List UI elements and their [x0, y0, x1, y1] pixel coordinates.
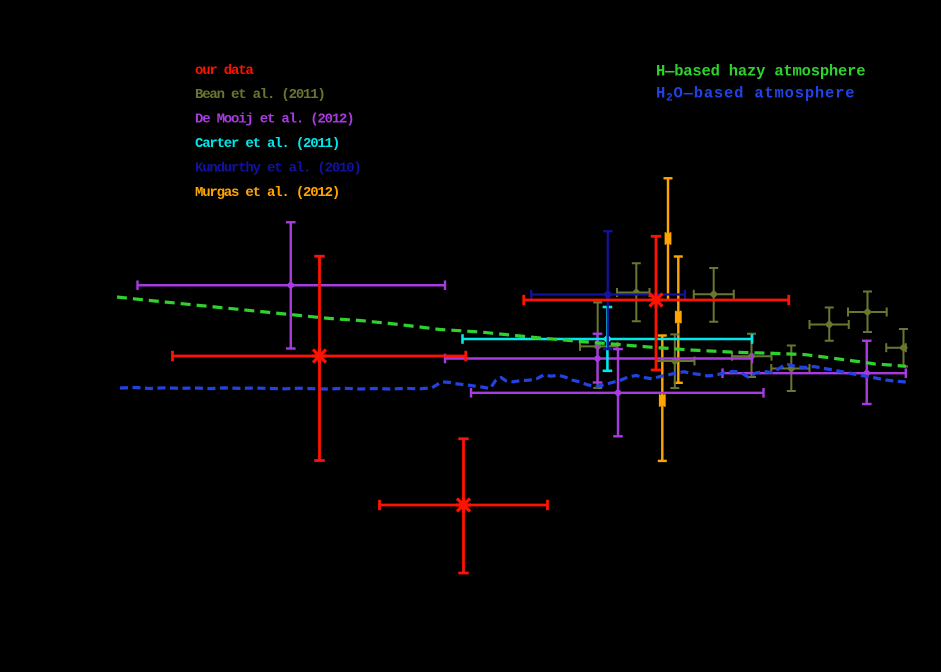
svg-text:our data: our data	[195, 63, 254, 79]
svg-text:H2O—based atmosphere: H2O—based atmosphere	[656, 85, 855, 105]
svg-text:Murgas et al. (2012): Murgas et al. (2012)	[195, 185, 339, 201]
svg-text:Kundurthy et al. (2010): Kundurthy et al. (2010)	[195, 160, 361, 176]
svg-text:H—based hazy atmosphere: H—based hazy atmosphere	[656, 62, 865, 80]
svg-text:Bean et al. (2011): Bean et al. (2011)	[195, 87, 325, 103]
svg-text:De Mooij et al. (2012): De Mooij et al. (2012)	[195, 112, 353, 128]
svg-text:Carter et al. (2011): Carter et al. (2011)	[195, 136, 339, 152]
